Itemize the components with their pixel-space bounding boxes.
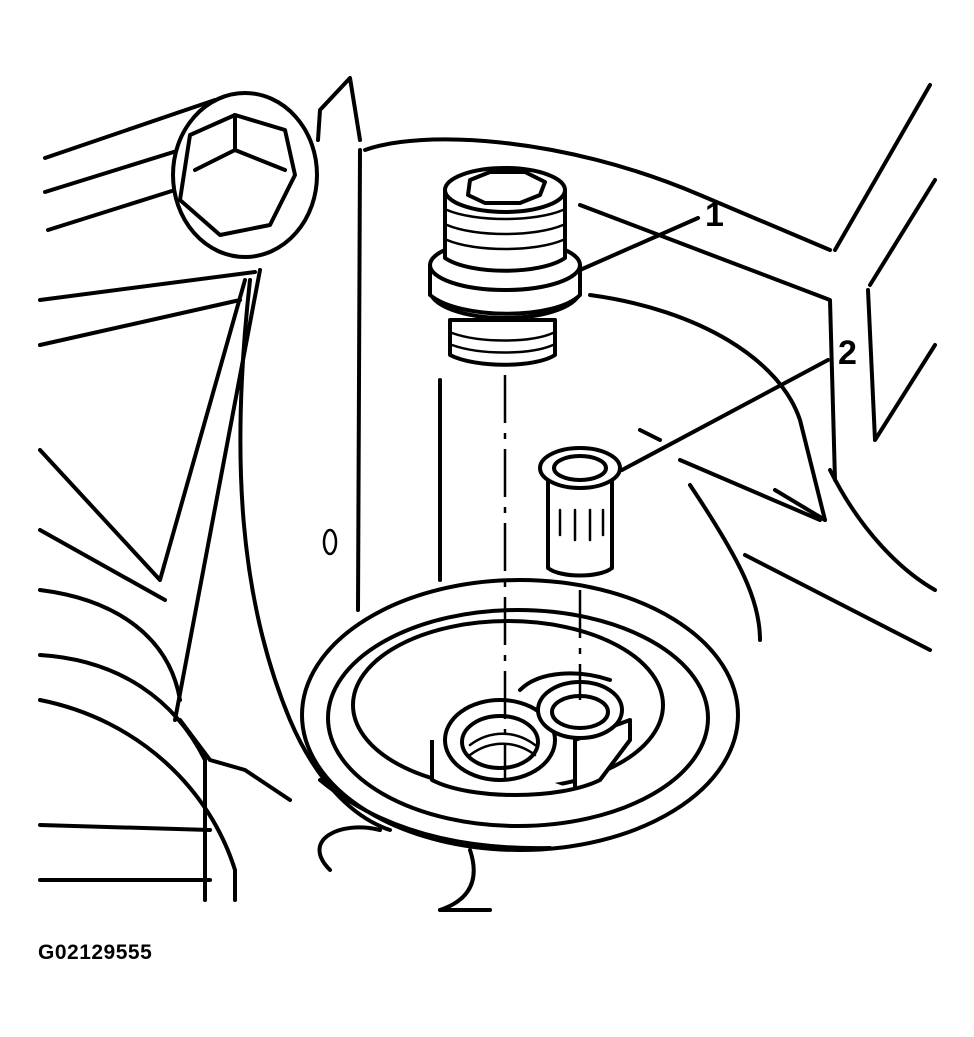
figure-identifier: G02129555 <box>38 941 153 964</box>
cap-bolt <box>171 91 319 259</box>
threaded-fitting-item-1 <box>428 166 582 780</box>
callout-number-2: 2 <box>838 334 857 372</box>
filter-mount-flange <box>300 578 740 912</box>
leader-line-1 <box>578 216 700 272</box>
check-valve-item-2 <box>538 446 622 700</box>
leader-line-2 <box>620 358 830 472</box>
leader-lines <box>578 216 830 472</box>
callout-number-1: 1 <box>705 196 724 234</box>
housing-outline <box>38 76 937 902</box>
